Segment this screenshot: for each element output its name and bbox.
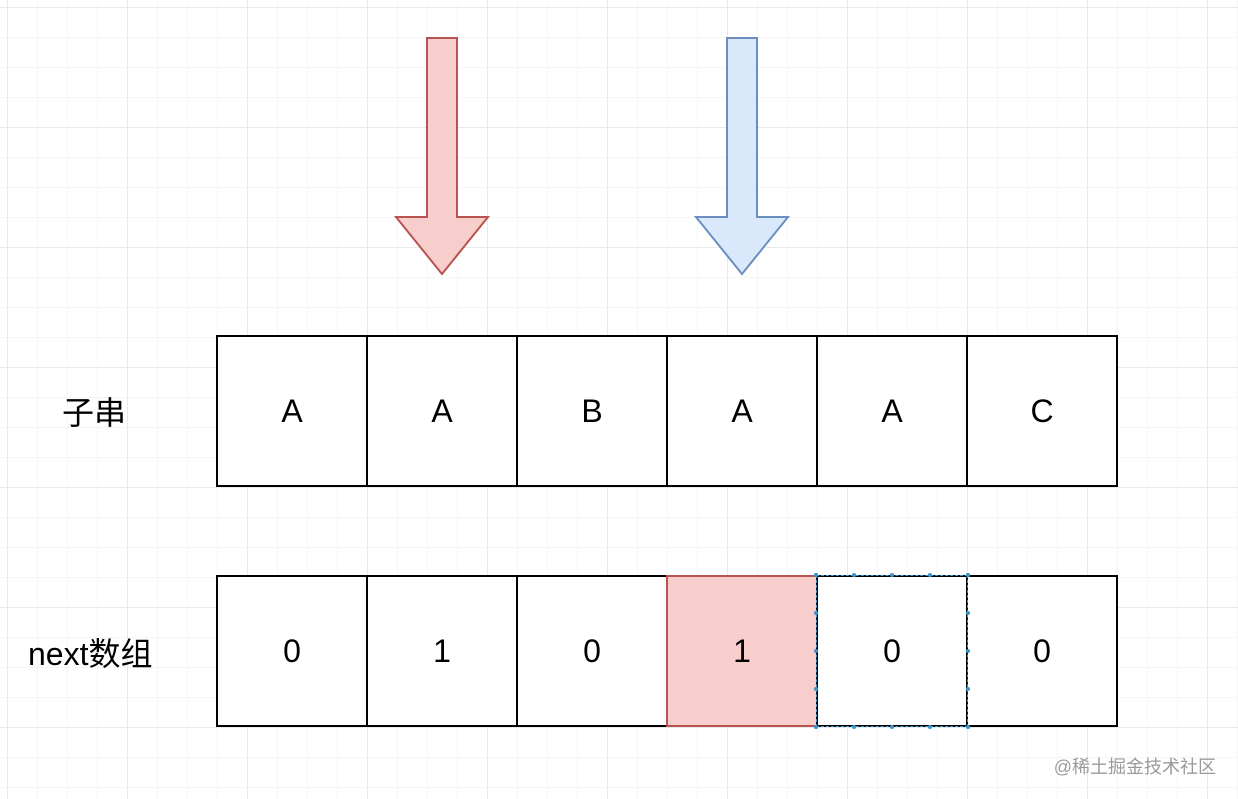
substring-cell-2[interactable]: B: [516, 335, 668, 487]
selection-handle[interactable]: [928, 573, 932, 577]
blue-down-arrow: [693, 37, 791, 276]
selection-handle[interactable]: [852, 725, 856, 729]
next-cell-5[interactable]: 0: [966, 575, 1118, 727]
selection-handle[interactable]: [814, 687, 818, 691]
next-cell-4-selected[interactable]: 0: [816, 575, 968, 727]
next-cell-0[interactable]: 0: [216, 575, 368, 727]
substring-cell-5[interactable]: C: [966, 335, 1118, 487]
selection-handle[interactable]: [966, 725, 970, 729]
selection-handle[interactable]: [966, 611, 970, 615]
selection-handle[interactable]: [814, 725, 818, 729]
substring-cell-0[interactable]: A: [216, 335, 368, 487]
substring-cell-4[interactable]: A: [816, 335, 968, 487]
next-cell-2[interactable]: 0: [516, 575, 668, 727]
selection-handle[interactable]: [890, 573, 894, 577]
substring-cell-3[interactable]: A: [666, 335, 818, 487]
substring-row-label: 子串: [62, 395, 127, 431]
red-down-arrow: [393, 37, 491, 276]
selection-handle[interactable]: [966, 573, 970, 577]
next-cell-1[interactable]: 1: [366, 575, 518, 727]
substring-cell-1[interactable]: A: [366, 335, 518, 487]
next-array-row-label: next数组: [28, 636, 153, 672]
blue-down-arrow-shape: [693, 37, 791, 276]
selection-handle[interactable]: [814, 573, 818, 577]
selection-handle[interactable]: [966, 649, 970, 653]
selection-handle[interactable]: [890, 725, 894, 729]
watermark: @稀土掘金技术社区: [1053, 757, 1216, 777]
selection-handle[interactable]: [966, 687, 970, 691]
selection-handle[interactable]: [928, 725, 932, 729]
red-down-arrow-shape: [393, 37, 491, 276]
selection-handle[interactable]: [814, 611, 818, 615]
next-cell-3-highlighted[interactable]: 1: [666, 575, 818, 727]
selection-handle[interactable]: [852, 573, 856, 577]
selection-handle[interactable]: [814, 649, 818, 653]
